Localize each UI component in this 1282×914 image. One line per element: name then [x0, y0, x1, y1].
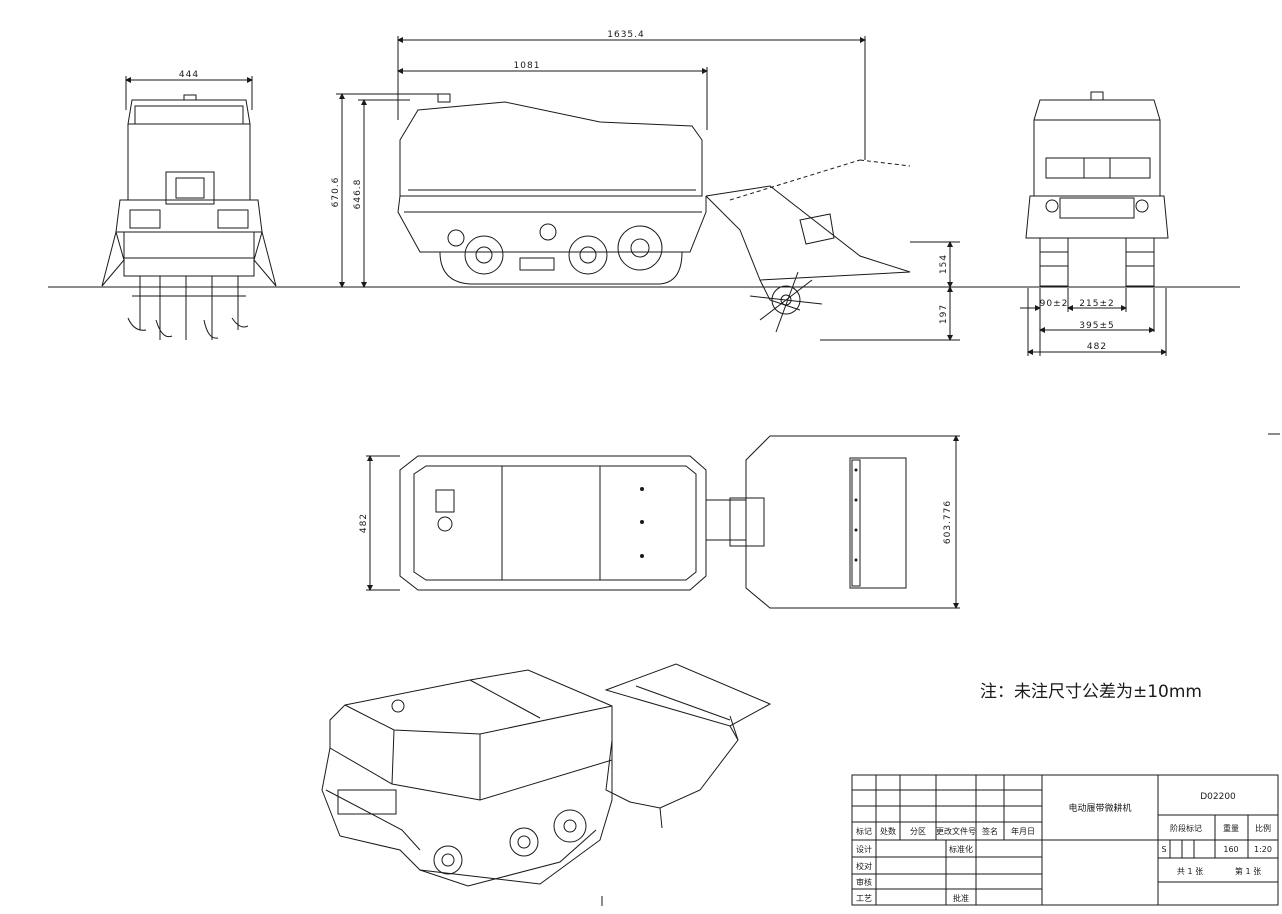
rear-view — [1020, 91, 1169, 356]
body-height-dim: 646.8 — [353, 179, 363, 210]
sheet-number: 第 1 张 — [1235, 866, 1261, 876]
scale-value: 1:20 — [1254, 845, 1272, 854]
approve-label: 批准 — [953, 893, 969, 903]
overall-length-dim: 1635.4 — [607, 30, 645, 40]
role-design: 设计 — [856, 844, 872, 854]
track-span-dim: 395±5 — [1079, 321, 1114, 331]
sheets-total: 共 1 张 — [1177, 867, 1203, 876]
overall-height-dim: 670.6 — [331, 177, 341, 208]
role-check: 校对 — [856, 861, 872, 871]
title-header-date: 年月日 — [1011, 826, 1035, 836]
weight-value: 160 — [1223, 845, 1238, 854]
stage-mark-label: 阶段标记 — [1170, 823, 1202, 833]
top-view-dots — [640, 468, 858, 562]
isometric-view — [321, 663, 772, 887]
title-block-grid — [851, 774, 1279, 906]
title-header-signature: 签名 — [982, 826, 998, 836]
top-view — [366, 435, 960, 609]
top-body-width-dim: 482 — [359, 513, 369, 533]
tiller-width-dim: 603.776 — [943, 500, 953, 544]
title-header-change-doc: 更改文件号 — [936, 826, 976, 836]
inner-gap-dim: 215±2 — [1079, 299, 1114, 309]
weight-label: 重量 — [1223, 823, 1239, 833]
rear-total-width-dim: 482 — [1087, 342, 1107, 352]
track-width-dim: 90±2 — [1040, 299, 1069, 309]
stage-value: S — [1161, 845, 1166, 854]
role-process: 工艺 — [856, 894, 872, 903]
title-header-mark: 标记 — [856, 826, 872, 836]
tiller-lift-dim: 154 — [939, 254, 949, 274]
title-header-count: 处数 — [880, 826, 896, 836]
scale-label: 比例 — [1255, 823, 1271, 833]
title-header-zone: 分区 — [910, 827, 926, 836]
front-width-dim: 444 — [179, 70, 199, 80]
body-length-dim: 1081 — [514, 61, 541, 71]
front-view — [101, 76, 277, 340]
product-name: 电动履带微耕机 — [1068, 802, 1131, 814]
side-view — [336, 36, 960, 341]
tiller-depth-dim: 197 — [939, 304, 949, 324]
drawing-number: D02200 — [1200, 792, 1236, 802]
role-review: 审核 — [856, 877, 872, 887]
tolerance-note: 注：未注尺寸公差为±10mm — [980, 682, 1202, 702]
standardize-label: 标准化 — [949, 844, 973, 854]
